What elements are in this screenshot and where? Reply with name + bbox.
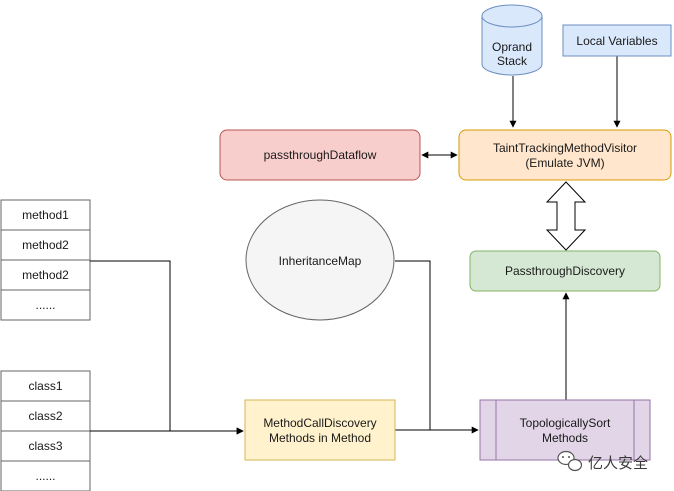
local-variables-box [562,24,672,57]
method-list-item-label: ...... [35,298,55,312]
class-list-item-label: class3 [28,439,62,453]
oprand-stack-shape [481,16,543,76]
method-call-discovery-box [244,399,396,461]
inheritance-map-label: InheritanceMap [279,254,362,268]
oprand-stack-top [481,4,543,28]
double-arrow-visitor-discovery [545,181,587,251]
oprand-stack-label-line1: Oprand [492,40,532,54]
watermark-text: 亿人安全 [588,454,648,472]
method-list-item: method1 [0,199,91,231]
passthrough-dataflow-label: passthroughDataflow [264,148,377,162]
local-variables-node: Local Variables [562,24,672,57]
method-list-item: ...... [0,289,91,321]
oprand-stack-label-line2: Stack [497,54,528,68]
passthrough-discovery-box [469,250,661,292]
topological-sort-node: TopologicallySort Methods [479,399,651,461]
taint-visitor-box [458,129,672,181]
inheritance-map-ellipse [245,199,395,321]
class-list-item: class3 [0,430,91,462]
class-list-item: class1 [0,370,91,402]
taint-visitor-node: TaintTrackingMethodVisitor (Emulate JVM) [458,129,672,181]
class-list-item-label: ...... [35,469,55,483]
class-list: class1 class2 class3 ...... [0,370,91,491]
topological-sort-label-line1: TopologicallySort [520,416,611,430]
watermark: 亿人安全 [557,450,648,472]
method-list-item-label: method2 [22,268,69,282]
topological-sort-label-line2: Methods [542,431,588,445]
passthrough-dataflow-box [219,129,421,181]
inheritance-map-node: InheritanceMap [245,199,395,321]
class-list-item: class2 [0,400,91,432]
edge-inheritance-to-sort [395,260,431,430]
taint-visitor-label-line2: (Emulate JVM) [525,156,604,170]
method-list-item: method2 [0,229,91,261]
method-list-item-label: method2 [22,238,69,252]
oprand-stack-node: Oprand Stack [481,4,543,76]
edge-methods-to-callgraph [90,260,244,435]
passthrough-dataflow-node: passthroughDataflow [219,129,421,181]
topological-sort-box [479,399,651,461]
method-call-discovery-label-line1: MethodCallDiscovery [263,416,376,430]
passthrough-discovery-node: PassthroughDiscovery [469,250,661,292]
class-list-item: ...... [0,460,91,491]
method-list-item-label: method1 [22,208,69,222]
taint-visitor-label-line1: TaintTrackingMethodVisitor [493,141,637,155]
class-list-item-label: class2 [28,409,62,423]
passthrough-discovery-label: PassthroughDiscovery [505,264,625,278]
local-variables-label: Local Variables [576,34,657,48]
method-list-item: method2 [0,259,91,291]
method-call-discovery-label-line2: Methods in Method [269,431,371,445]
wechat-icon [557,450,583,472]
method-call-discovery-node: MethodCallDiscovery Methods in Method [244,399,396,461]
class-list-item-label: class1 [28,379,62,393]
method-list: method1 method2 method2 ...... [0,199,91,321]
